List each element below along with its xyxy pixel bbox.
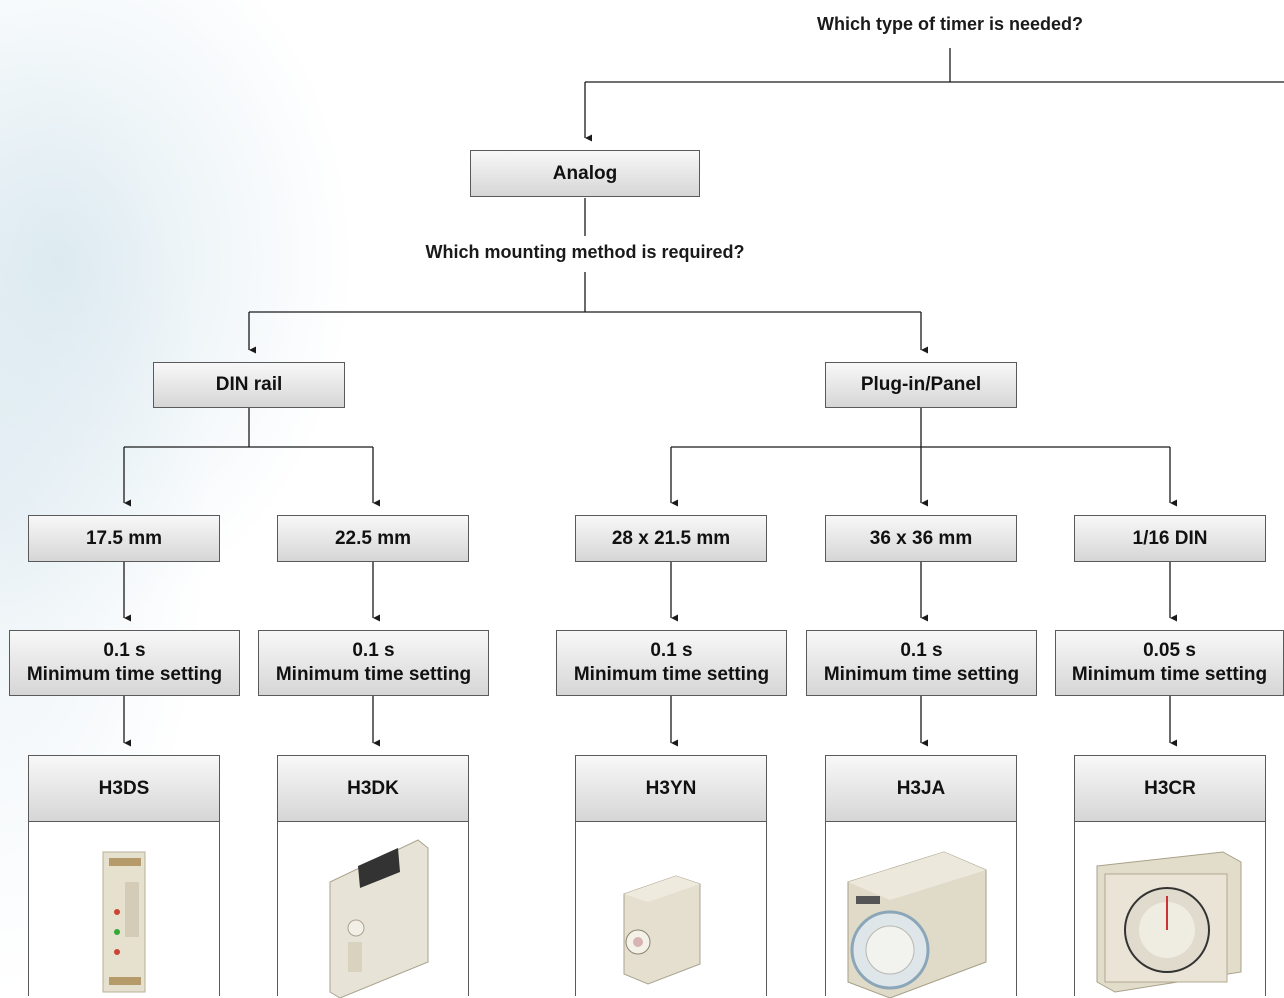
node-size-17-5: 17.5 mm — [28, 515, 220, 562]
size-label: 17.5 mm — [85, 527, 163, 549]
node-size-28x21-5: 28 x 21.5 mm — [575, 515, 767, 562]
node-analog-label: Analog — [552, 162, 618, 184]
product-image-h3ja — [826, 822, 1016, 998]
node-min-time-h3cr: 0.05 s Minimum time setting — [1055, 630, 1284, 696]
min-time-value: 0.05 s — [1143, 640, 1196, 661]
min-time-label: Minimum time setting — [573, 664, 770, 685]
product-image-h3ds — [29, 822, 219, 998]
product-image-h3yn — [576, 822, 766, 998]
product-card-h3yn: H3YN — [575, 755, 767, 996]
question-mounting-method: Which mounting method is required? — [425, 242, 745, 262]
product-name: H3DK — [278, 756, 468, 822]
min-time-value: 0.1 s — [352, 640, 395, 661]
node-plug-in-panel-label: Plug-in/Panel — [860, 374, 982, 395]
product-name: H3DS — [29, 756, 219, 822]
min-time-value: 0.1 s — [900, 640, 943, 661]
node-din-rail-label: DIN rail — [215, 374, 283, 395]
node-min-time-h3ja: 0.1 s Minimum time setting — [806, 630, 1037, 696]
min-time-value: 0.1 s — [650, 640, 693, 661]
node-min-time-h3yn: 0.1 s Minimum time setting — [556, 630, 787, 696]
node-size-1-16-din: 1/16 DIN — [1074, 515, 1266, 562]
product-image-h3cr — [1075, 822, 1265, 998]
node-plug-in-panel: Plug-in/Panel — [825, 362, 1017, 408]
node-min-time-h3dk: 0.1 s Minimum time setting — [258, 630, 489, 696]
node-min-time-h3ds: 0.1 s Minimum time setting — [9, 630, 240, 696]
min-time-value: 0.1 s — [103, 640, 146, 661]
min-time-label: Minimum time setting — [1071, 664, 1268, 685]
product-card-h3cr: H3CR — [1074, 755, 1266, 996]
question-timer-type: Which type of timer is needed? — [816, 14, 1084, 34]
product-card-h3ja: H3JA — [825, 755, 1017, 998]
product-name: H3CR — [1075, 756, 1265, 822]
product-name: H3YN — [576, 756, 766, 822]
size-label: 36 x 36 mm — [869, 527, 973, 549]
size-label: 22.5 mm — [334, 527, 412, 549]
product-image-h3dk — [278, 822, 468, 998]
size-label: 28 x 21.5 mm — [611, 527, 731, 549]
node-size-22-5: 22.5 mm — [277, 515, 469, 562]
product-card-h3ds: H3DS — [28, 755, 220, 996]
product-name: H3JA — [826, 756, 1016, 822]
node-size-36x36: 36 x 36 mm — [825, 515, 1017, 562]
product-card-h3dk: H3DK — [277, 755, 469, 998]
size-label: 1/16 DIN — [1132, 527, 1208, 549]
node-analog: Analog — [470, 150, 700, 197]
min-time-label: Minimum time setting — [823, 664, 1020, 685]
min-time-label: Minimum time setting — [26, 664, 223, 685]
min-time-label: Minimum time setting — [275, 664, 472, 685]
node-din-rail: DIN rail — [153, 362, 345, 408]
